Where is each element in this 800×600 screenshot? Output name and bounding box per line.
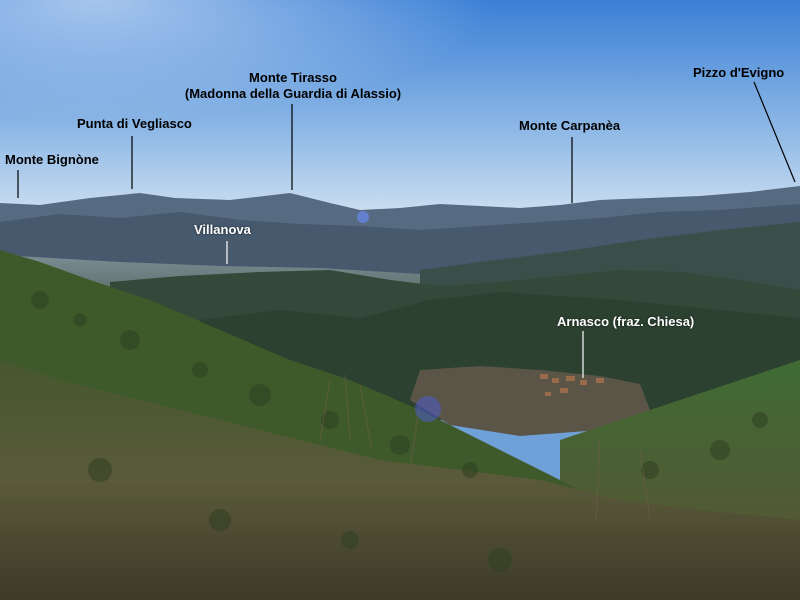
village-area — [410, 366, 650, 436]
label-punta-vegliasco: Punta di Vegliasco — [77, 116, 192, 131]
shrub-texture — [31, 291, 768, 572]
village-roofs — [540, 374, 604, 396]
lens-flare — [357, 211, 369, 223]
label-monte-tirasso-note: (Madonna della Guardia di Alassio) — [184, 86, 402, 101]
label-monte-tirasso-name: Monte Tirasso — [249, 70, 337, 85]
label-villanova: Villanova — [194, 222, 251, 237]
label-monte-bignone: Monte Bignòne — [5, 152, 99, 167]
label-arnasco: Arnasco (fraz. Chiesa) — [557, 314, 695, 329]
label-monte-carpanea: Monte Carpanèa — [519, 118, 621, 133]
label-pizzo-evigno: Pizzo d'Evigno — [693, 65, 785, 80]
lens-flare — [415, 396, 441, 422]
foreground-brush — [0, 360, 800, 600]
label-monte-tirasso: Monte Tirasso (Madonna della Guardia di … — [180, 70, 406, 102]
